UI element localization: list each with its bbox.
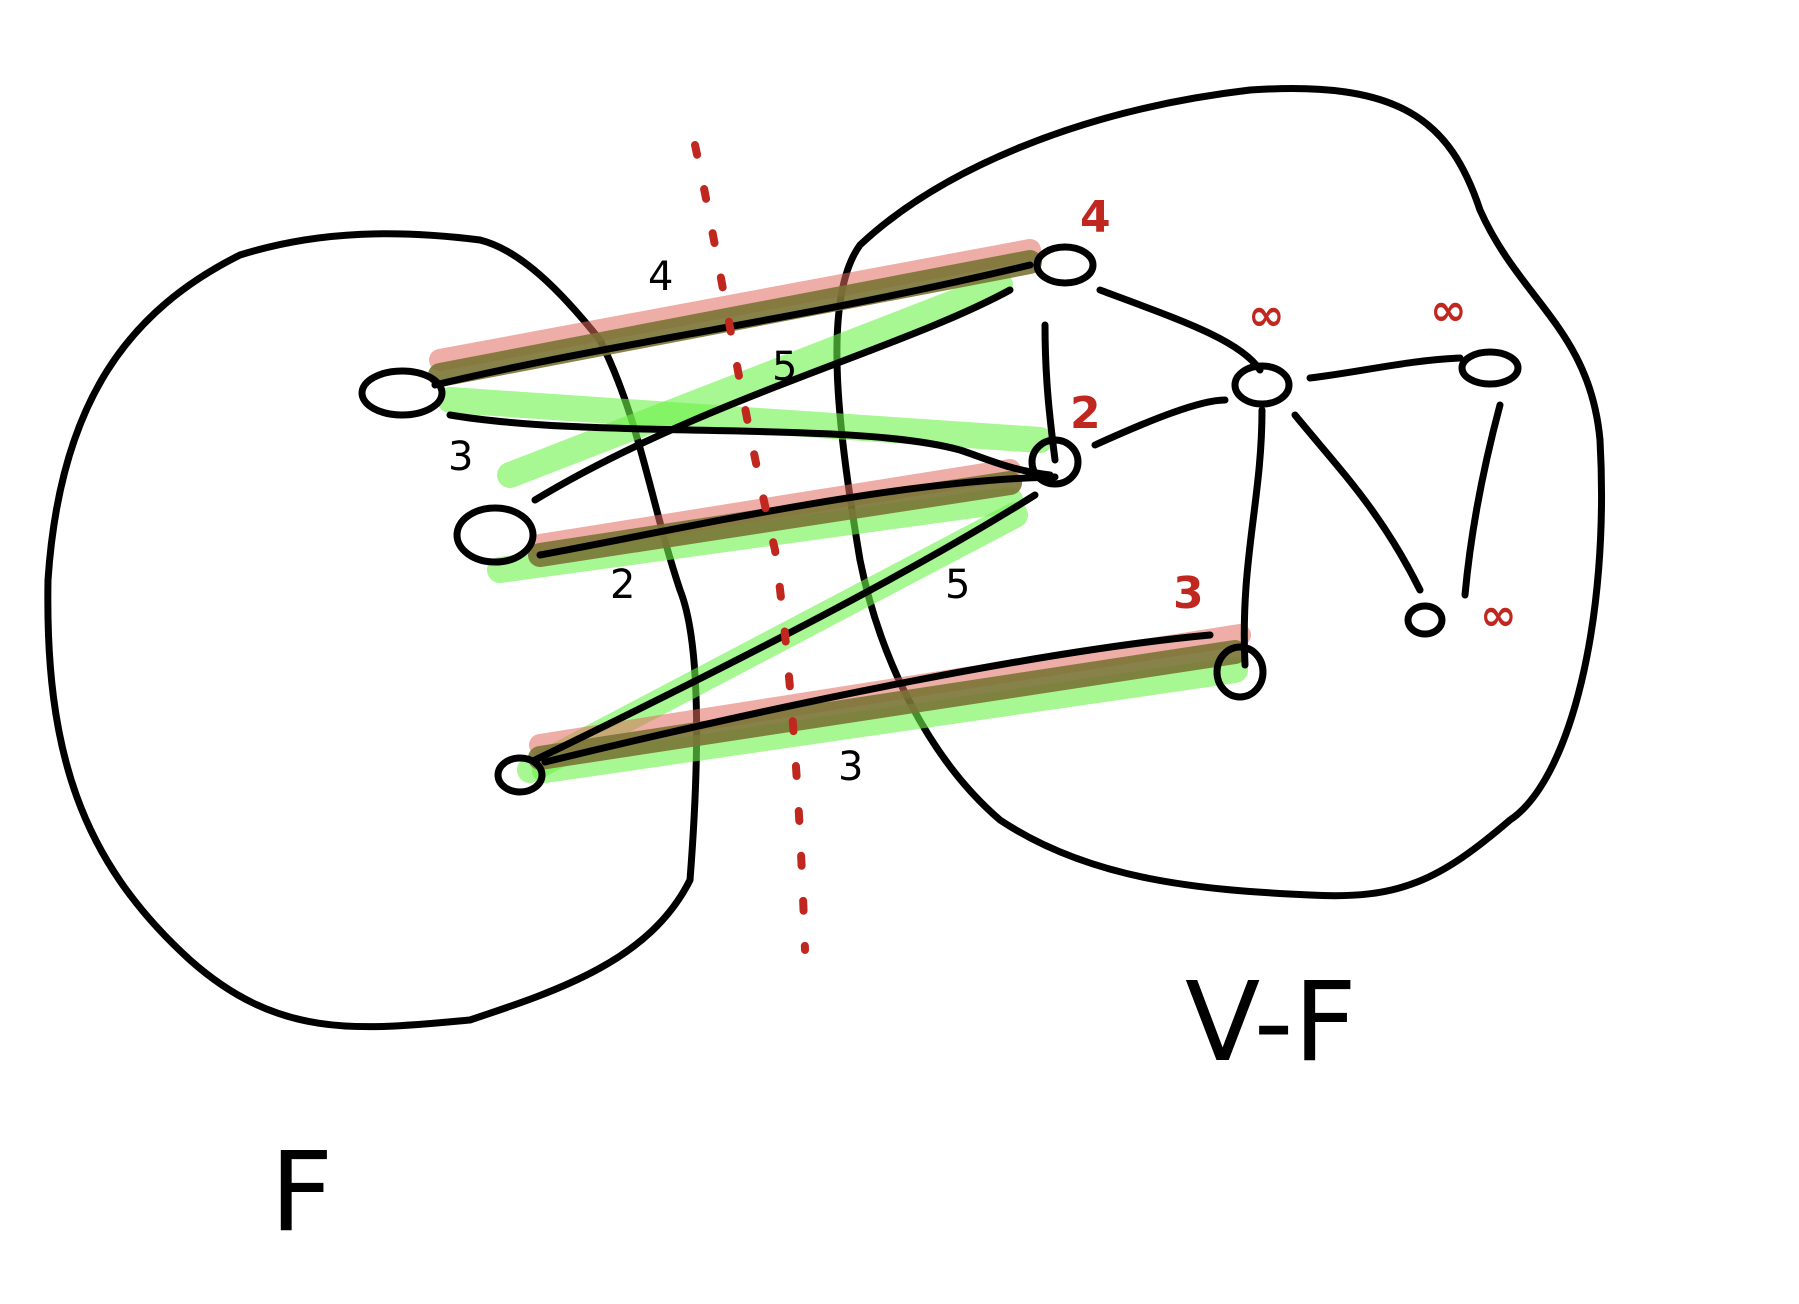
edge-f1-v1 (431, 261, 1034, 389)
node-v4 (1231, 362, 1293, 408)
crossing-edges (431, 261, 1214, 766)
highlight-green-5 (532, 657, 1248, 783)
edge-v5-v6 (1461, 401, 1504, 599)
highlight-olive-1 (428, 250, 1042, 387)
node-f1 (358, 367, 446, 419)
inner-edges (1041, 286, 1504, 669)
weight-f1-v1: 4 (648, 254, 673, 300)
weight-f1-v2: 3 (448, 434, 473, 480)
set-vf-boundary (833, 85, 1606, 900)
set-f-label: F (270, 1128, 333, 1256)
edge-f3-v3 (541, 631, 1214, 766)
set-vf-label: V-F (1185, 958, 1357, 1086)
nodes (358, 243, 1522, 796)
weight-labels: 4 5 3 2 5 3 (448, 254, 970, 790)
edge-f3-v2 (531, 491, 1039, 764)
weight-f2-v2: 2 (610, 562, 635, 608)
node-f3 (494, 754, 546, 796)
set-f-boundary (44, 230, 701, 1031)
node-v2 (1028, 436, 1082, 488)
cut-line (691, 141, 809, 954)
highlight-red-1 (429, 239, 1041, 371)
distance-labels: 4 2 3 ∞ ∞ ∞ (1070, 192, 1517, 641)
node-v3 (1213, 643, 1267, 701)
cut-dashed-line (691, 141, 809, 954)
edge-f1-v2 (446, 411, 1054, 479)
distance-v5: ∞ (1430, 285, 1467, 336)
edge-v4-v6 (1291, 411, 1424, 594)
highlight-red-3 (529, 624, 1251, 756)
node-v6 (1404, 602, 1446, 638)
edge-v1-v4 (1096, 286, 1264, 374)
edge-v4-v3 (1240, 406, 1266, 669)
weight-f3-v3: 3 (838, 744, 863, 790)
node-v1 (1033, 243, 1097, 287)
distance-v3: 3 (1173, 568, 1204, 619)
highlight-green-2 (497, 272, 1013, 488)
node-f2 (453, 504, 537, 566)
edge-v2-v4 (1091, 396, 1229, 449)
edge-f2-v2 (536, 473, 1059, 559)
weight-f2-v1: 5 (772, 344, 797, 390)
node-v5 (1458, 348, 1522, 388)
distance-v1: 4 (1080, 192, 1111, 243)
edge-f2-v1 (531, 286, 1014, 504)
distance-v4: ∞ (1248, 290, 1285, 341)
highlight-olive-3 (528, 640, 1247, 770)
distance-v6: ∞ (1480, 590, 1517, 641)
distance-v2: 2 (1070, 388, 1101, 439)
edge-v4-v5 (1306, 354, 1464, 382)
edge-v1-v2 (1041, 321, 1059, 464)
weight-f3-v2: 5 (945, 562, 970, 608)
